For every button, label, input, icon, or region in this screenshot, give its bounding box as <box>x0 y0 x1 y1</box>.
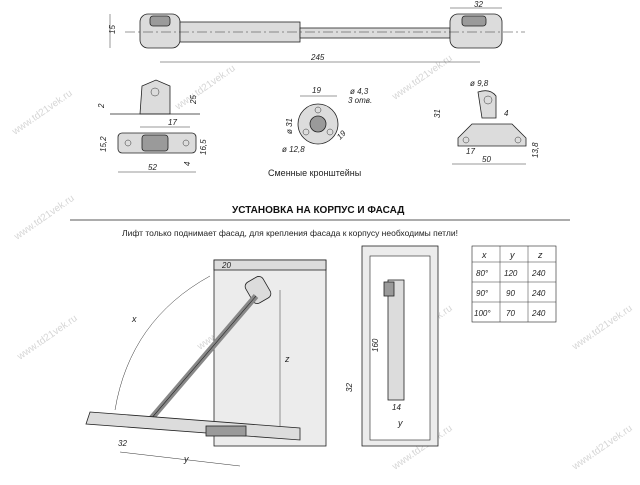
label-y-front: y <box>397 418 403 428</box>
cabinet-side-wall <box>213 259 327 447</box>
lift-upper-mount-front <box>383 281 395 297</box>
dim-label-32c: 32 <box>345 383 354 392</box>
dim-label-4: 4 <box>183 161 192 166</box>
dim-label-52: 52 <box>148 163 157 172</box>
table-header: x <box>481 250 487 260</box>
dim-label-2: 2 <box>97 103 106 109</box>
gas-lift-side-view: 15 32 245 <box>108 0 525 63</box>
bracket-right-hole <box>483 95 493 105</box>
bracket-round-center <box>309 115 327 133</box>
dim-label-holes: 3 отв. <box>348 96 372 105</box>
dim-label-14: 14 <box>392 403 401 412</box>
watermark: www.td21vek.ru <box>12 193 77 243</box>
table-header: y <box>509 250 515 260</box>
dim-label-20: 20 <box>221 261 231 270</box>
bracket-left-center-block <box>141 134 169 152</box>
bracket-left-hole <box>150 87 160 97</box>
label-y: y <box>183 454 189 464</box>
dim-label-d12-8: ø 12,8 <box>282 145 305 154</box>
label-x: x <box>131 314 137 324</box>
dim-label-15: 15 <box>108 25 117 34</box>
label-z: z <box>284 354 290 364</box>
hinge-mount <box>205 425 247 437</box>
facade-panel <box>85 411 301 441</box>
bracket-left-screw-hole <box>182 139 190 147</box>
brackets-caption: Сменные кронштейны <box>268 168 361 178</box>
install-side-view: 20 x z y 32 <box>85 259 327 467</box>
dim-label-32b: 32 <box>118 439 127 448</box>
table-cell: 240 <box>531 269 546 278</box>
lift-end-fitting-right-detail <box>461 15 487 27</box>
bracket-right: ø 9,8 31 4 17 50 13,8 <box>433 79 540 165</box>
table-cell: 240 <box>531 309 546 318</box>
dim-label-245: 245 <box>310 53 325 62</box>
dim-label-50: 50 <box>482 155 491 164</box>
lift-piston-rod <box>299 27 451 39</box>
watermark: www.td21vek.ru <box>15 313 80 363</box>
lift-end-fitting-left-detail <box>149 15 171 27</box>
section-title: УСТАНОВКА НА КОРПУС И ФАСАД <box>232 205 404 216</box>
dim-label-17b: 17 <box>466 147 475 156</box>
bracket-right-screw-hole <box>462 136 470 144</box>
bracket-right-side-view <box>477 90 497 119</box>
watermark: www.td21vek.ru <box>570 423 635 473</box>
table-cell: 240 <box>531 289 546 298</box>
dim-label-160: 160 <box>371 338 380 352</box>
table-cell: 70 <box>506 309 515 318</box>
dim-label-17: 17 <box>168 118 177 127</box>
dim-label-d9-8: ø 9,8 <box>470 79 489 88</box>
table-cell: 120 <box>504 269 518 278</box>
watermark: www.td21vek.ru <box>173 63 238 113</box>
cabinet-top-panel <box>213 259 327 271</box>
table-cell: 80° <box>476 269 489 278</box>
bracket-round-screw-hole <box>302 128 310 136</box>
watermark: www.td21vek.ru <box>570 303 635 353</box>
bracket-left-side-view <box>139 79 171 115</box>
dim-label-d31: ø 31 <box>285 118 294 134</box>
table-cell: 90° <box>476 289 489 298</box>
dim-label-31: 31 <box>433 109 442 118</box>
table-frame <box>471 245 557 323</box>
facade-swing-arc <box>114 275 211 411</box>
table-header: z <box>537 250 543 260</box>
bracket-round: 19 ø 4,3 3 отв. ø 31 ø 12,8 19 Сменные к… <box>268 86 372 178</box>
table-cell: 90 <box>506 289 515 298</box>
dim-label-13-8: 13,8 <box>531 142 540 158</box>
bracket-left-screw-hole <box>124 139 132 147</box>
dim-label-32: 32 <box>474 0 483 9</box>
lift-axis-installed <box>149 295 257 421</box>
bracket-left: 2 25 17 15,2 16,5 52 4 <box>97 79 208 173</box>
warning-note: Лифт только поднимает фасад, для креплен… <box>122 228 458 238</box>
watermark: www.td21vek.ru <box>390 53 455 103</box>
bracket-right-screw-hole <box>514 136 522 144</box>
bracket-round-screw-hole <box>314 106 322 114</box>
dim-label-4b: 4 <box>504 109 509 118</box>
table-cell: 100° <box>474 309 491 318</box>
bracket-right-front-view <box>457 123 527 147</box>
watermark: www.td21vek.ru <box>10 88 75 138</box>
xyz-table: x y z 80° 120 240 90° 90 240 100° 70 240 <box>471 245 557 323</box>
dim-line-y <box>119 451 241 467</box>
dim-label-16-5: 16,5 <box>199 139 208 155</box>
install-front-view: 160 32 14 y <box>345 245 439 447</box>
dim-label-25: 25 <box>189 95 198 105</box>
dim-label-15-2: 15,2 <box>99 136 108 152</box>
dim-label-d4-3: ø 4,3 <box>350 87 369 96</box>
bracket-round-screw-hole <box>326 128 334 136</box>
dim-label-19: 19 <box>312 86 321 95</box>
lift-front-view <box>387 279 405 401</box>
